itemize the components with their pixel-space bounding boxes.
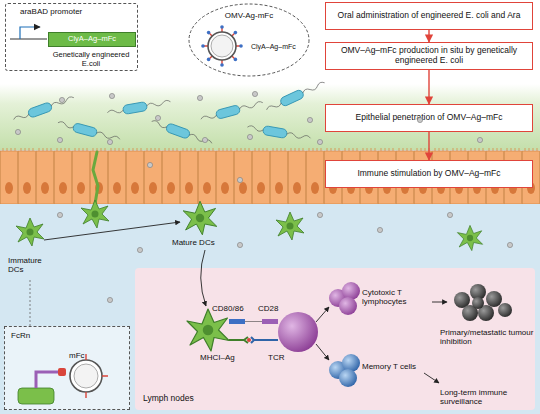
- node-text: OMV–Ag–mFc production in situ by genetic…: [330, 46, 528, 66]
- node-text: FcRn: [11, 331, 30, 340]
- receptor-inset: FcRn mFc: [4, 326, 130, 410]
- construct-box: araBAD promoterGenetically engineered E.…: [5, 3, 138, 71]
- node-text: mFc: [69, 351, 85, 360]
- step-box: Oral administration of engineered E. col…: [325, 2, 533, 30]
- figure-label: MHCI–Ag: [200, 353, 235, 362]
- node-text: Lymph nodes: [143, 394, 194, 404]
- figure-label: Primary/metastatic tumour inhibition: [440, 328, 535, 346]
- figure-label: Cytotoxic T lymphocytes: [362, 288, 432, 306]
- figure-label: Memory T cells: [362, 362, 424, 371]
- step-box: Immune stimulation by OMV–Ag–mFc: [325, 160, 533, 188]
- node-text: araBAD promoter: [20, 7, 82, 16]
- vesicle-inset: OMV-Ag-mFcClyA–Ag–mFc: [188, 3, 310, 77]
- step-box: OMV–Ag–mFc production in situ by genetic…: [325, 42, 533, 70]
- node-text: Genetically engineered E.coli: [44, 51, 138, 68]
- step-box: Epithelial penetration of OMV–Ag–mFc: [325, 104, 533, 132]
- figure-label: CD28: [258, 304, 278, 313]
- figure-label: Long-term immune surveillance: [440, 388, 535, 406]
- step-arrow: [428, 132, 429, 160]
- step-arrow: [428, 30, 429, 42]
- node-text: Epithelial penetration of OMV–Ag–mFc: [356, 113, 503, 123]
- figure-label: Immature DCs: [8, 256, 53, 274]
- figure-label: Mature DCs: [172, 238, 232, 247]
- figure-label: CD80/86: [212, 304, 244, 313]
- gene-box: ClyA–Ag–mFc: [48, 32, 136, 47]
- step-arrow: [428, 70, 429, 104]
- node-text: ClyA–Ag–mFc: [68, 35, 116, 44]
- node-text: ClyA–Ag–mFc: [251, 43, 296, 51]
- figure-label: TCR: [268, 353, 284, 362]
- node-text: Immune stimulation by OMV–Ag–mFc: [357, 169, 500, 179]
- node-text: OMV-Ag-mFc: [188, 11, 310, 20]
- node-text: Oral administration of engineered E. col…: [338, 11, 521, 21]
